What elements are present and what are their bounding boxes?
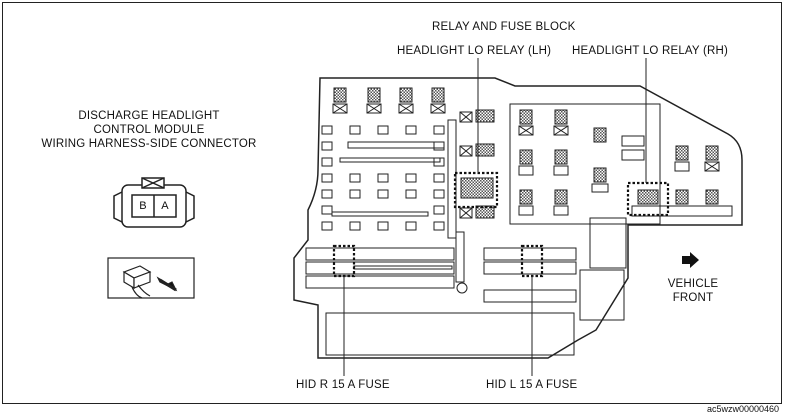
- hid-r-fuse-label: HID R 15 A FUSE: [296, 379, 390, 391]
- middle-relay-column: [459, 109, 495, 219]
- headlight-lo-relay-rh-label: HEADLIGHT LO RELAY (RH): [572, 45, 729, 57]
- diagram-frame: [2, 2, 782, 404]
- module-label-line1: DISCHARGE HEADLIGHT: [78, 110, 220, 122]
- lower-right-box: [579, 269, 625, 321]
- right-relay-grid: [518, 109, 733, 217]
- top-relay-row: [332, 87, 446, 114]
- right-lower-box: [589, 217, 627, 269]
- left-fuse-grid: [321, 119, 465, 283]
- headlight-lo-relay-lh-label: HEADLIGHT LO RELAY (LH): [397, 45, 552, 57]
- vehicle-front-arrow-icon: [682, 252, 699, 268]
- relay-fuse-block-label: RELAY AND FUSE BLOCK: [432, 21, 576, 33]
- module-label-line3: WIRING HARNESS-SIDE CONNECTOR: [41, 138, 257, 150]
- bottom-connector: [325, 312, 575, 356]
- headlight-lo-relay-lh-highlight: [453, 171, 499, 209]
- module-label-line2: CONTROL MODULE: [93, 124, 205, 136]
- hid-l-fuse-label: HID L 15 A FUSE: [486, 379, 578, 391]
- connector-pin-b: B: [139, 200, 147, 212]
- headlight-lo-relay-rh-highlight: [626, 181, 670, 217]
- vehicle-front-label-line1: VEHICLE: [667, 278, 719, 290]
- highlight-boxes: [332, 171, 670, 278]
- hid-r-fuse-highlight: [332, 244, 356, 278]
- leader-lines: [343, 58, 647, 376]
- vehicle-front-label-line2: FRONT: [672, 292, 714, 304]
- fuse-block-outline: [293, 77, 743, 359]
- right-panel-outline: [509, 103, 661, 225]
- image-code: ac5wzw00000460: [706, 404, 779, 414]
- connector-face-icon: [113, 177, 195, 228]
- connector-pin-a: A: [161, 200, 169, 212]
- connector-view-icon: [107, 257, 195, 299]
- hid-l-fuse-highlight: [520, 244, 544, 278]
